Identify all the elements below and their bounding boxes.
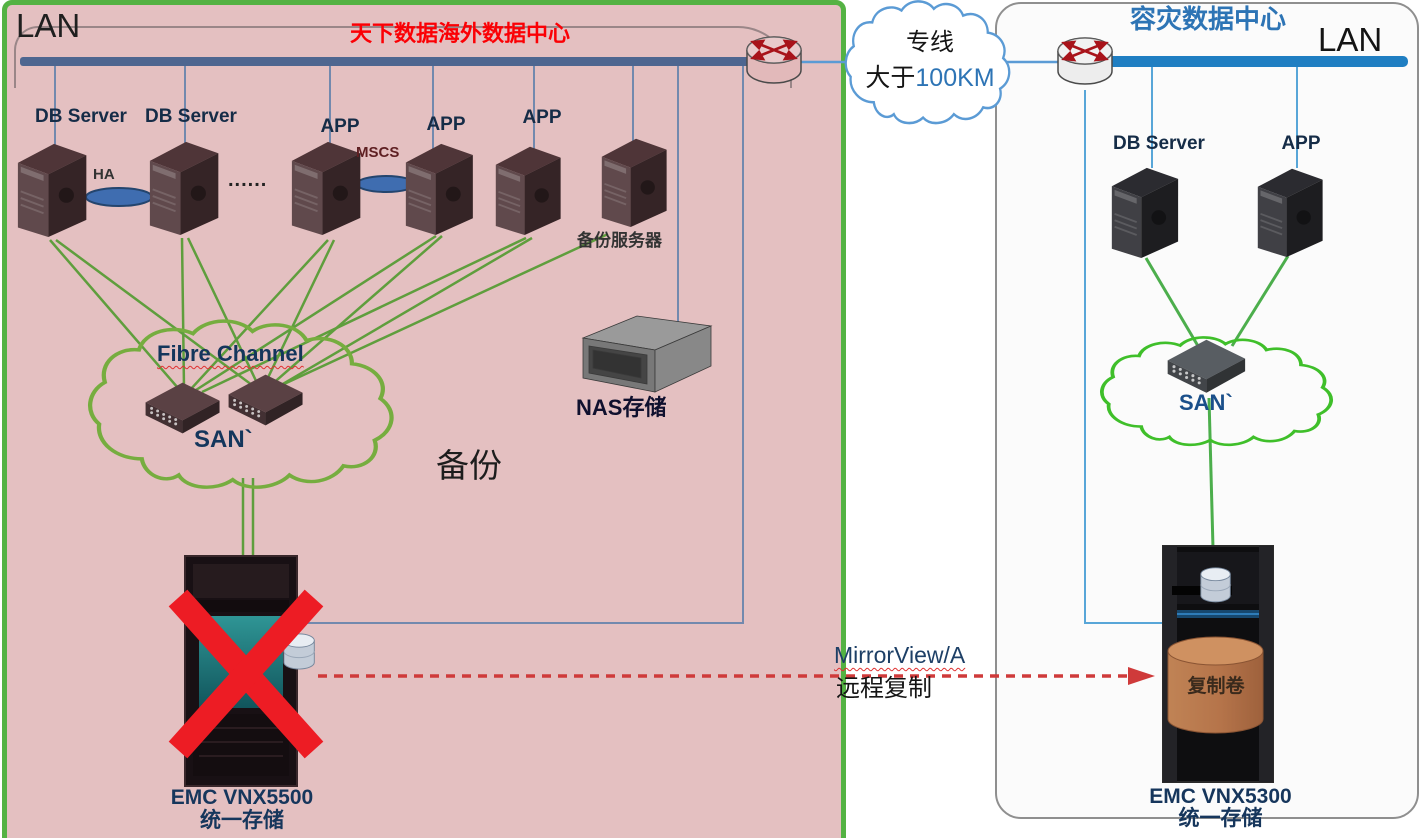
storage-type-right: 统一存储 [1178, 807, 1263, 830]
server-icon-db2 [148, 140, 220, 236]
replica-volume-label: 复制卷 [1187, 676, 1245, 697]
storage-name-left: EMC VNX5500 [170, 786, 314, 809]
disk-icon-right [1200, 567, 1231, 603]
lan-bus-right [1108, 56, 1408, 67]
nas-storage-icon [581, 315, 713, 393]
lan-label-right: LAN [1318, 21, 1383, 58]
lan-drop-lines-right [1084, 67, 1298, 624]
server-label-app2: APP [426, 114, 466, 135]
storage-type-left: 统一存储 [200, 809, 284, 832]
ha-label: HA [93, 166, 115, 183]
server-icon-app-right [1256, 167, 1324, 258]
lan-drop-lines-left [54, 66, 744, 624]
replication-arrow [318, 667, 1155, 685]
san-links-left [49, 232, 609, 558]
server-icon-app2 [404, 142, 474, 236]
mscs-label: MSCS [356, 144, 400, 161]
fibre-channel-label: Fibre Channel [157, 341, 304, 366]
lan-label-left: LAN [16, 7, 81, 44]
server-icon-backup [600, 137, 668, 228]
fc-switch-right [1167, 339, 1246, 393]
router-icon-left [745, 35, 803, 85]
server-label-db2: DB Server [145, 106, 237, 127]
nas-storage-label: NAS存储 [576, 395, 667, 420]
failure-x-mark [168, 589, 324, 759]
server-icon-app1 [290, 140, 362, 236]
lan-bus-left [20, 57, 770, 66]
server-label-app3: APP [522, 107, 562, 128]
backup-annotation: 备份 [436, 447, 502, 484]
fc-switch-2 [228, 374, 303, 426]
wan-label-line2: 大于100KM [840, 64, 1020, 92]
server-label-db-right: DB Server [1113, 133, 1205, 154]
primary-datacenter-panel [2, 0, 846, 838]
storage-name-right: EMC VNX5300 [1149, 785, 1292, 808]
san-label-left: SAN` [194, 426, 253, 453]
primary-datacenter-title: 天下数据海外数据中心 [349, 21, 570, 46]
replication-protocol-label: MirrorView/A [834, 642, 966, 668]
dr-datacenter-title: 容灾数据中心 [1129, 4, 1286, 34]
san-label-right: SAN` [1179, 390, 1233, 415]
ha-cluster-ellipse [85, 187, 153, 207]
replica-volume-cylinder [1167, 636, 1264, 734]
router-icon-right [1056, 36, 1114, 86]
server-label-app1: APP [320, 116, 360, 137]
server-label-db1: DB Server [35, 106, 127, 127]
server-row-ellipsis: ...... [228, 169, 268, 191]
server-label-app-right: APP [1281, 133, 1321, 154]
wan-distance-value: 100KM [915, 64, 995, 92]
server-icon-db-right [1110, 166, 1179, 259]
server-icon-db1 [16, 142, 88, 238]
server-label-backup: 备份服务器 [577, 231, 662, 250]
server-icon-app3 [494, 145, 562, 236]
wan-distance-prefix: 大于 [865, 64, 916, 92]
wan-cloud [844, 0, 1011, 125]
wan-label-line1: 专线 [906, 29, 954, 56]
san-links-right [1144, 255, 1290, 549]
replication-description-label: 远程复制 [836, 675, 932, 702]
